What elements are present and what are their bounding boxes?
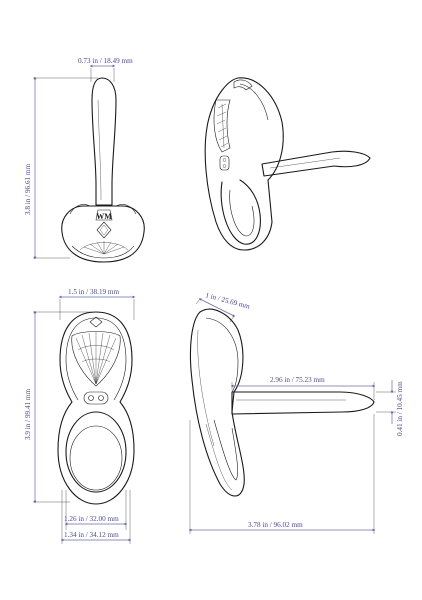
front-top-width-label: 0.73 in / 18.49 mm [78,57,133,65]
back-outer-width-label: 1.34 in / 34.12 mm [64,531,119,539]
dim-side-arm-length: 2.96 in / 75.23 mm [230,376,376,400]
side-ring-loop [213,419,238,481]
back-view: 1.5 in / 38.19 mm 3.9 in / 99.41 mm [24,288,136,544]
side-view: 1 in / 25.69 mm 2.96 in / 75.23 mm 0.41 … [188,291,404,534]
back-height-label: 3.9 in / 99.41 mm [24,388,32,440]
perspective-body-outline [204,77,284,251]
side-arm-length-label: 2.96 in / 75.23 mm [270,376,325,384]
svg-text:WM: WM [96,212,112,221]
front-stem-outline [91,77,117,206]
dim-back-inner-width: 1.26 in / 32.00 mm [64,490,128,530]
back-texture-shield [71,331,121,387]
dim-side-total-length: 3.78 in / 96.02 mm [188,414,376,534]
front-view: 0.73 in / 18.49 mm 3.8 in / 96.61 mm WM [24,57,145,263]
dim-side-top: 1 in / 25.69 mm [195,291,251,323]
side-top-label: 1 in / 25.69 mm [204,291,251,311]
perspective-texture-panel [213,99,231,153]
back-button-pill [83,391,109,405]
dim-front-top-width: 0.73 in / 18.49 mm [78,57,133,82]
perspective-view [204,77,371,251]
side-body-outline [189,308,245,497]
back-ring-opening [65,411,127,493]
perspective-ring [220,179,261,245]
dim-front-height: 3.8 in / 96.61 mm [24,76,98,260]
front-height-label: 3.8 in / 96.61 mm [24,163,32,215]
back-width-label: 1.5 in / 38.19 mm [68,288,120,296]
dim-back-height: 3.9 in / 99.41 mm [24,310,92,504]
dim-side-arm-thickness: 0.41 in / 10.45 mm [376,380,404,436]
dim-back-outer-width: 1.34 in / 34.12 mm [60,490,132,544]
side-arm [231,391,375,415]
side-arm-thickness-label: 0.41 in / 10.45 mm [396,381,404,436]
side-total-length-label: 3.78 in / 96.02 mm [248,521,303,529]
dim-back-width: 1.5 in / 38.19 mm [58,288,136,320]
front-emblem: WM [95,209,113,221]
back-body-outline [57,311,135,505]
back-diamond-button [89,316,103,328]
back-inner-width-label: 1.26 in / 32.00 mm [64,515,119,523]
front-texture-fan [79,241,129,255]
perspective-button-panel [219,155,230,171]
perspective-arm [261,150,371,177]
front-diamond-button [96,221,112,239]
